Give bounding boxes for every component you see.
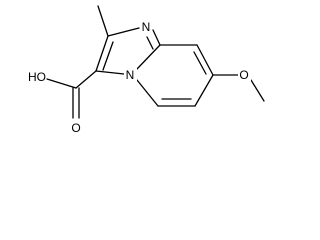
bond-c3-cooh xyxy=(75,70,97,89)
structure-canvas: N N O HO O xyxy=(0,0,267,139)
atom-label-n4: N xyxy=(126,68,135,82)
atom-label-n1: N xyxy=(142,20,151,34)
n1-label-bg xyxy=(140,19,152,34)
molecule-diagram: N N O HO O xyxy=(28,5,265,135)
bond-n1-c8a xyxy=(152,29,161,46)
bond-c2-n1 xyxy=(107,27,140,37)
bond-c8-c7-inner xyxy=(193,51,207,75)
n4-label-bg xyxy=(124,67,137,82)
o-methoxy-label-bg xyxy=(238,67,251,82)
bond-o-methyl xyxy=(250,79,265,102)
bond-c3-n4 xyxy=(95,70,125,75)
bond-c7-c6 xyxy=(194,74,214,107)
bond-n1-c8a-double xyxy=(146,36,154,50)
atom-label-o-methoxy: O xyxy=(239,68,248,82)
atom-label-hydroxyl: HO xyxy=(28,70,46,84)
bond-c8a-n4 xyxy=(136,44,161,70)
bond-c2-c3-inner xyxy=(102,41,114,71)
bond-c8-c7-outer xyxy=(196,44,214,76)
atom-label-o-carbonyl: O xyxy=(71,121,80,135)
bond-c5-n4 xyxy=(136,79,159,107)
bond-c2-c3-outer xyxy=(95,35,109,72)
bond-c2-methyl xyxy=(97,5,109,37)
bond-cooh-oh xyxy=(46,78,77,89)
